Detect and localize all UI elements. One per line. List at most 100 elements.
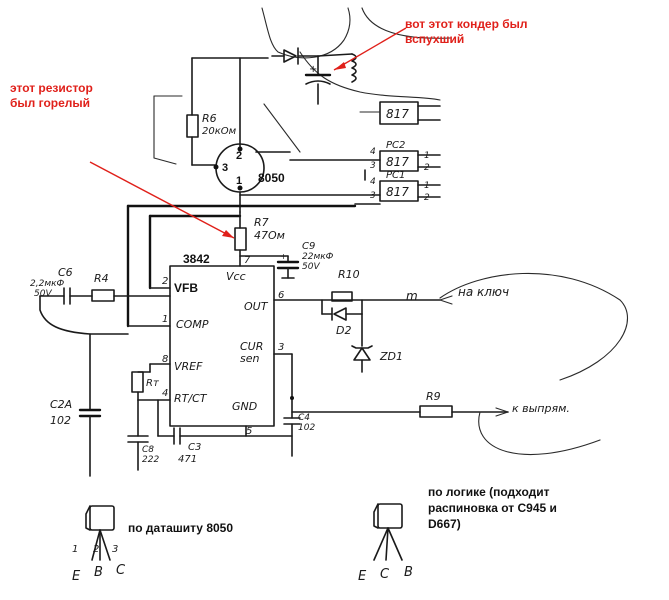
red-annotations (89, 27, 407, 239)
svg-text:E: E (72, 569, 81, 584)
ic-pin-cur: CUR (240, 340, 263, 353)
ic-pin-vref: VREF (174, 360, 203, 373)
c4-name: C4 (298, 413, 310, 423)
ic-3842: 3842 Vcc VFB COMP VREF RT/CT OUT CUR sen… (162, 252, 284, 437)
r6-transistor-block: R6 20кОм 2 3 1 8050 (153, 57, 301, 213)
resistor-r10 (331, 291, 353, 302)
optocoupler-top-label: 817 (386, 107, 409, 121)
opto-pc2-name: PC2 (386, 140, 405, 151)
svg-text:7: 7 (244, 255, 251, 266)
ic-pin-gnd: GND (232, 400, 257, 413)
c4-value: 102 (298, 423, 315, 433)
logic-note-line2: распиновка от С945 и (428, 501, 557, 515)
c6-value: 2,2мкФ (30, 279, 65, 289)
optocoupler-pc2 (379, 150, 419, 172)
opto-pc2-value: 817 (386, 155, 409, 169)
ic-pin-vcc: Vcc (226, 270, 246, 283)
svg-text:3: 3 (278, 342, 284, 353)
output-stage: R10 D2 ZD1 m на ключ (273, 268, 629, 381)
r7-value: 47Ом (254, 229, 285, 242)
optocoupler-pc1 (379, 180, 419, 202)
c6-name: C6 (58, 266, 73, 279)
zener-zd1 (353, 347, 371, 361)
rt-name: Rт (146, 378, 160, 389)
resistor-r7 (234, 227, 247, 251)
svg-text:E: E (358, 569, 367, 584)
svg-text:3: 3 (370, 161, 376, 171)
diode-d2 (333, 307, 347, 321)
svg-text:1: 1 (424, 151, 430, 161)
c9-value: 22мкФ (302, 252, 334, 262)
ic-3842-body (169, 265, 275, 427)
svg-text:6: 6 (278, 290, 284, 301)
capacitor-note-arrow (333, 27, 407, 71)
transistor-pin-1: 1 (236, 175, 242, 187)
svg-text:B: B (404, 565, 413, 580)
svg-text:1: 1 (72, 544, 78, 555)
svg-text:2: 2 (162, 276, 168, 287)
c8-name: C8 (142, 445, 154, 455)
zd1-name: ZD1 (379, 350, 403, 363)
svg-text:1: 1 (162, 314, 168, 325)
svg-text:2: 2 (93, 544, 99, 555)
pinout-logic: E C B (358, 503, 413, 584)
svg-text:C: C (380, 567, 390, 582)
r10-name: R10 (338, 268, 360, 281)
transformer-winding (351, 53, 357, 83)
c2a-value: 102 (50, 414, 71, 427)
resistor-r4 (91, 289, 115, 302)
svg-text:B: B (94, 565, 103, 580)
svg-text:3: 3 (370, 191, 376, 201)
feedback-input: R4 C6 2,2мкФ 50V C2A 102 (30, 266, 171, 477)
top-feedback-network: + 817 (261, 7, 451, 125)
r9-name: R9 (426, 390, 441, 403)
current-sense: R9 к выпрям. C4 102 (273, 353, 601, 457)
svg-text:+: + (309, 64, 317, 75)
logic-note-line1: по логике (подходит (428, 485, 550, 499)
ic-name: 3842 (183, 252, 210, 266)
svg-text:4: 4 (370, 177, 376, 187)
ic-pin-rtct: RT/CT (174, 392, 208, 405)
timing-network: Rт C8 222 C3 471 (127, 363, 293, 471)
transistor-pin-3: 3 (222, 162, 228, 174)
svg-text:+: + (280, 252, 287, 261)
svg-text:C: C (116, 563, 126, 578)
capacitor-note-line1: вот этот кондер был (405, 17, 528, 31)
resistor-note-line1: этот резистор (10, 81, 93, 95)
optocoupler-top (379, 101, 419, 125)
d2-name: D2 (336, 324, 351, 337)
resistor-rt (131, 371, 144, 393)
ic-pin-out: OUT (244, 300, 269, 313)
svg-text:3: 3 (112, 544, 118, 555)
c6-voltage: 50V (34, 289, 52, 299)
c3-value: 471 (178, 454, 197, 465)
svg-text:4: 4 (370, 147, 376, 157)
ic-pin-sen: sen (240, 352, 259, 365)
svg-text:2: 2 (424, 193, 430, 203)
r6-value: 20кОм (202, 126, 237, 137)
datasheet-note: по даташиту 8050 (128, 521, 233, 535)
ic-pin-vfb: VFB (174, 281, 198, 295)
svg-text:1: 1 (424, 181, 430, 191)
r7-c9-block: R7 47Ом + C9 22мкФ 50V (234, 211, 334, 279)
r6-name: R6 (202, 112, 217, 125)
resistor-note-arrow (89, 161, 235, 239)
r7-name: R7 (254, 216, 269, 229)
opto-pc1-name: PC1 (386, 170, 405, 181)
optocoupler-pc2-pc1: 817 PC2 4 3 1 2 817 PC1 4 3 1 2 (239, 140, 441, 205)
capacitor-note-line2: вспухший (405, 32, 464, 46)
to-key-label: на ключ (458, 285, 509, 299)
resistor-r6 (186, 114, 199, 138)
svg-text:m: m (406, 289, 418, 303)
c9-voltage: 50V (302, 262, 320, 272)
transistor-pin-2: 2 (236, 150, 242, 162)
c3-name: C3 (188, 442, 201, 453)
c8-value: 222 (142, 455, 159, 465)
main-rails (126, 204, 357, 328)
resistor-r9 (419, 405, 453, 418)
resistor-note-line2: был горелый (10, 96, 90, 110)
to-rectifier-label: к выпрям. (512, 402, 570, 415)
opto-pc1-value: 817 (386, 185, 409, 199)
